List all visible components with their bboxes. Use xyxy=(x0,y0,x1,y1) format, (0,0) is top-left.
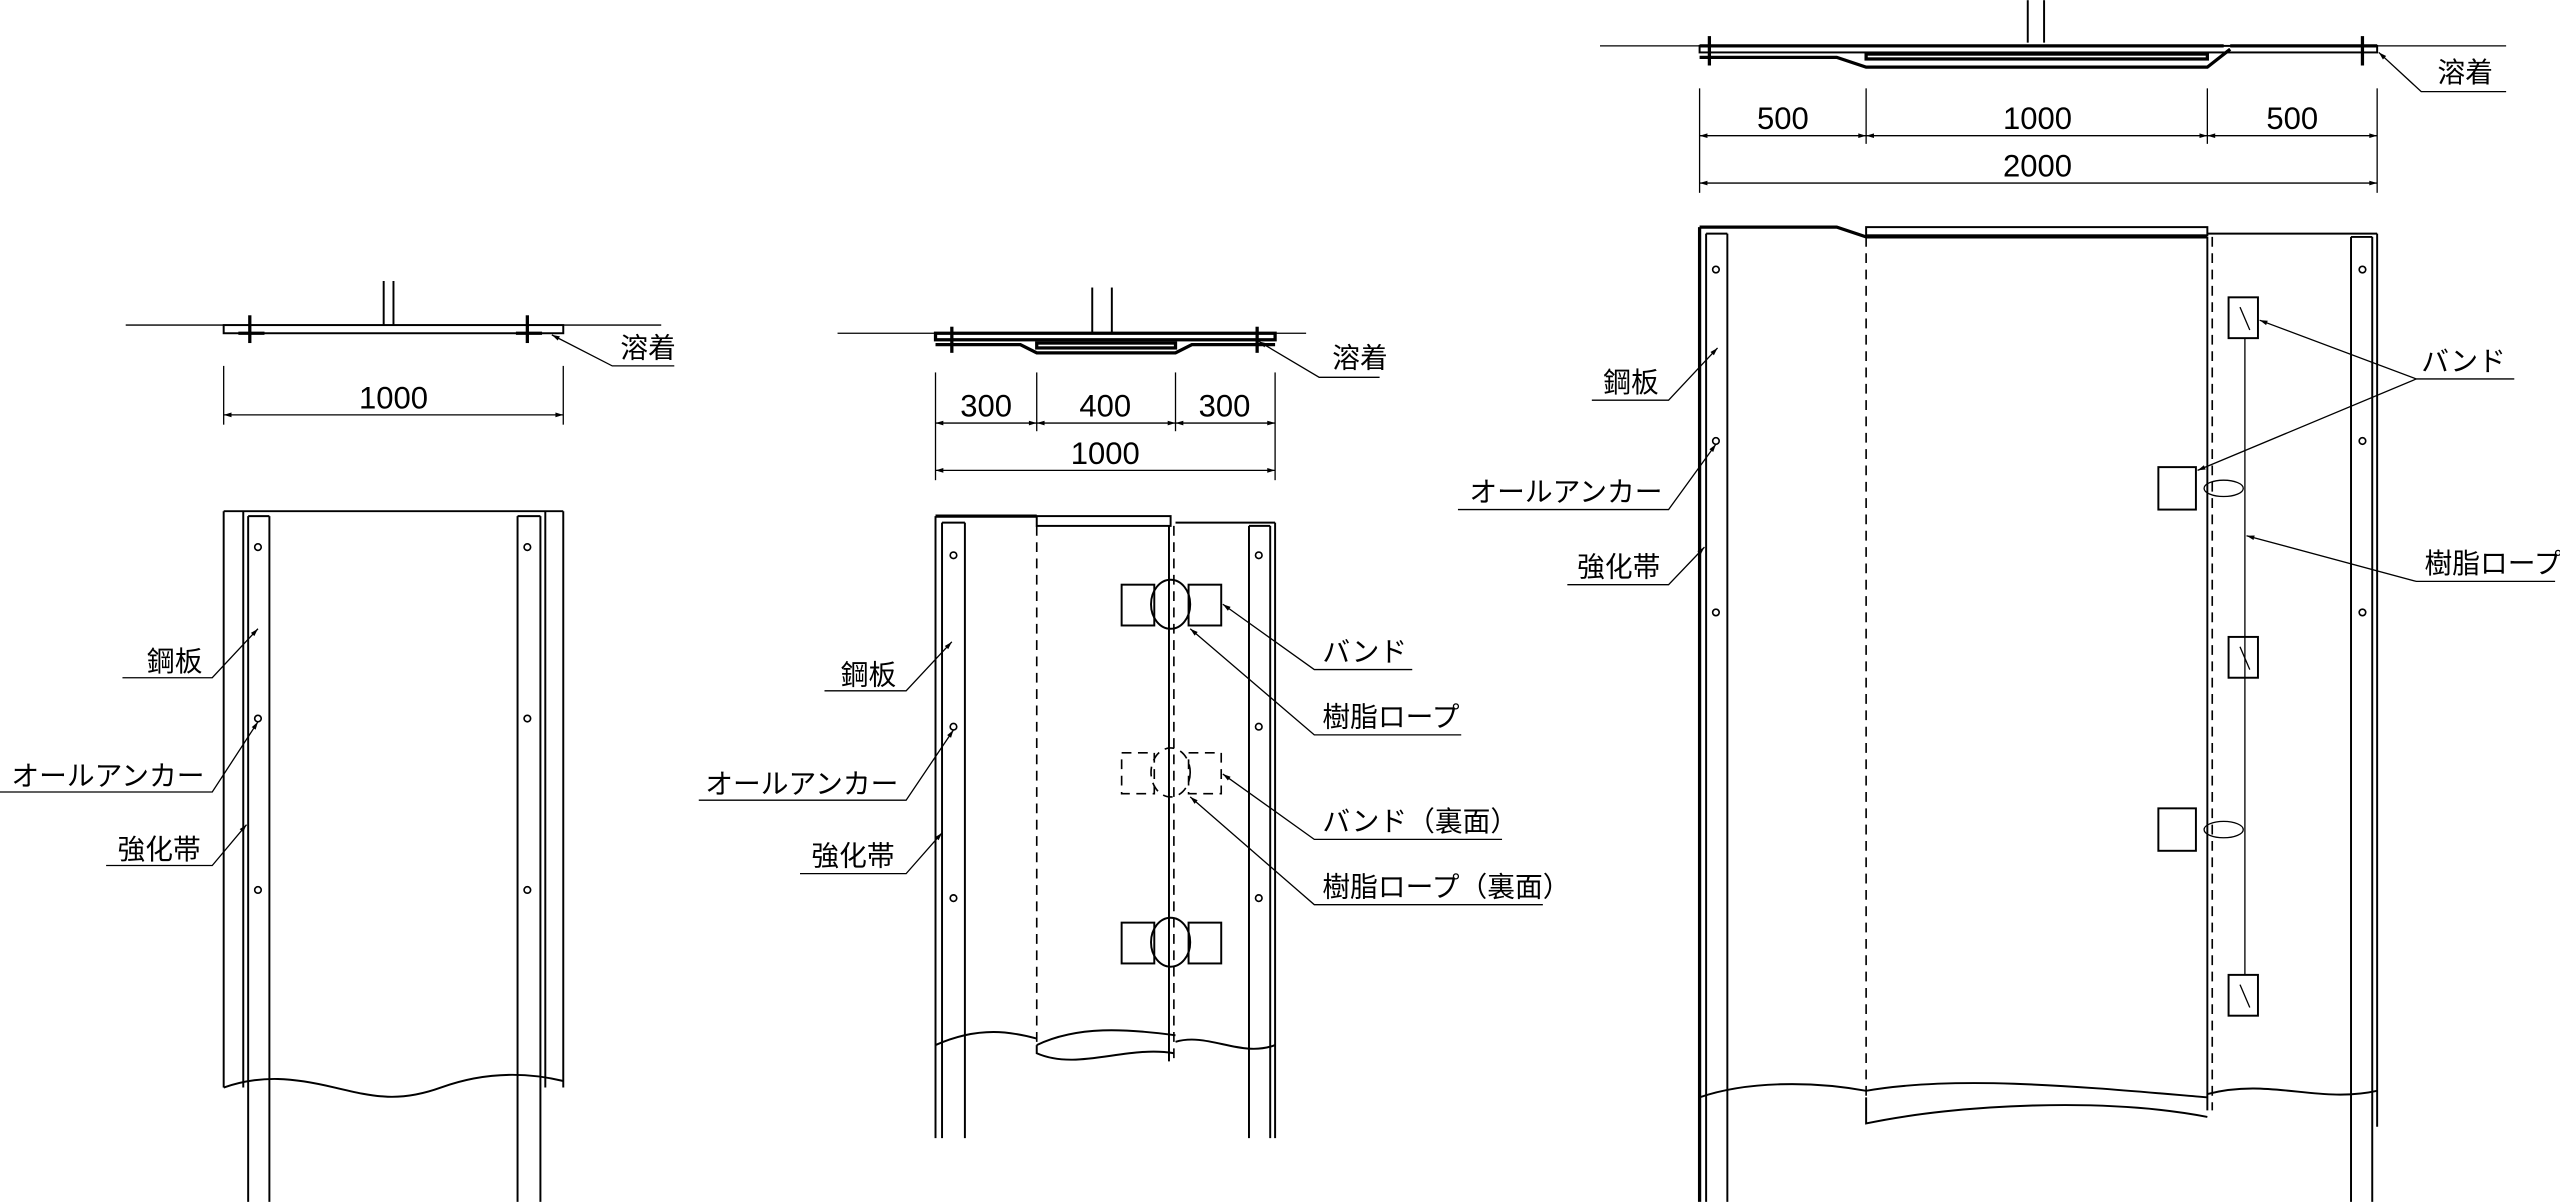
label-steel-plate: 鋼板 xyxy=(841,659,897,690)
dimension-total: 1000 xyxy=(1071,436,1140,471)
all-anchor-bolts xyxy=(949,551,1263,903)
weld-label: 溶着 xyxy=(1332,343,1388,374)
dimension-left: 500 xyxy=(1757,101,1809,136)
label-band: バンド xyxy=(2421,346,2506,377)
label-steel-plate: 鋼板 xyxy=(1603,367,1659,398)
bands xyxy=(2157,296,2259,1017)
bands xyxy=(1120,578,1223,968)
dimension-right: 500 xyxy=(2266,101,2318,136)
dimension-left: 300 xyxy=(960,389,1012,424)
plan-view: 溶着 500 1000 500 2000 xyxy=(1600,0,2507,193)
overlap-panel xyxy=(1865,236,2214,1125)
label-band: バンド xyxy=(1322,636,1407,667)
label-reinforce-band: 強化帯 xyxy=(811,840,894,871)
dimension-right: 300 xyxy=(1199,389,1251,424)
all-anchor-bolts xyxy=(253,543,532,895)
dimension-center: 1000 xyxy=(2003,101,2072,136)
label-all-anchor: オールアンカー xyxy=(1469,476,1662,507)
overlap-panel xyxy=(1035,515,1176,1062)
weld-label: 溶着 xyxy=(2438,57,2494,88)
dimension-total: 1000 xyxy=(359,380,428,415)
label-resin-rope: 樹脂ロープ xyxy=(2424,548,2560,579)
drawing-2000: 溶着 500 1000 500 2000 xyxy=(1457,0,2560,1202)
label-all-anchor: オールアンカー xyxy=(705,769,898,800)
elevation-view: 鋼板 オールアンカー 強化帯 バンド 樹脂ロープ xyxy=(1457,225,2560,1202)
plan-view: 溶着 1000 xyxy=(125,281,676,425)
drawing-1000: 溶着 1000 鋼板 オールアンカー 強化帯 xyxy=(0,281,676,1202)
elevation-view: 鋼板 オールアンカー 強化帯 xyxy=(0,510,565,1202)
elevation-view: 鋼板 オールアンカー 強化帯 バンド 樹脂ロープ バンド（裏面） 樹脂ロープ（裏… xyxy=(698,514,1571,1139)
label-reinforce-band: 強化帯 xyxy=(118,834,201,865)
label-resin-rope-back: 樹脂ロープ（裏面） xyxy=(1322,872,1570,903)
label-resin-rope: 樹脂ロープ xyxy=(1322,702,1459,733)
dimension-center: 400 xyxy=(1079,389,1131,424)
label-steel-plate: 鋼板 xyxy=(147,646,203,677)
dimension-total: 2000 xyxy=(2003,149,2072,184)
all-anchor-bolts xyxy=(1711,265,2367,617)
drawing-1000-overlap: 溶着 300 400 300 1000 xyxy=(698,287,1571,1139)
label-reinforce-band: 強化帯 xyxy=(1577,552,1660,583)
weld-label: 溶着 xyxy=(620,333,676,364)
label-all-anchor: オールアンカー xyxy=(11,760,204,791)
label-band-back: バンド（裏面） xyxy=(1322,806,1518,837)
plan-view: 溶着 300 400 300 1000 xyxy=(837,287,1388,481)
